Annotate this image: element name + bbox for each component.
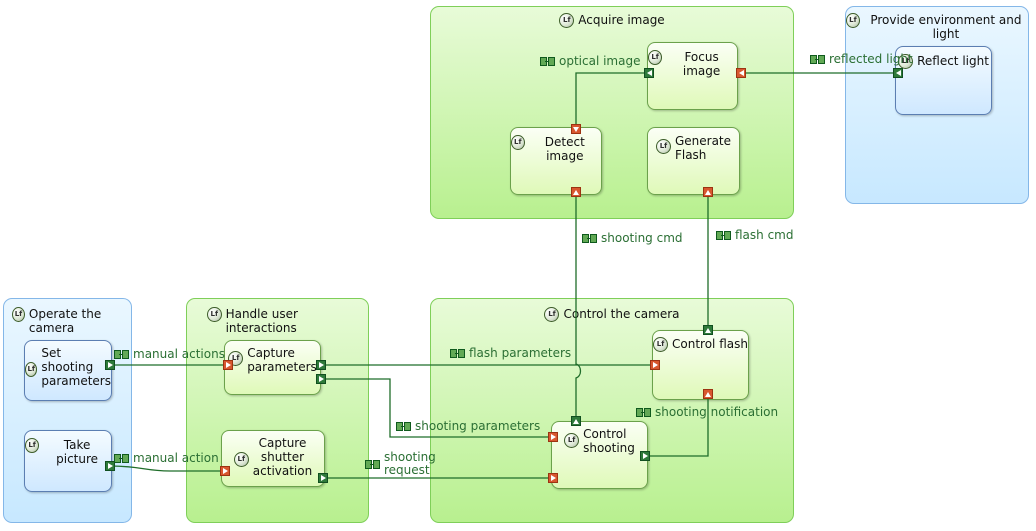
container-title-provide-environment: Lf Provide environment and light	[846, 13, 1028, 41]
function-icon: Lf	[233, 452, 249, 467]
function-title-reflect-light: Lf Reflect light	[896, 54, 991, 69]
exchange-item-icon	[540, 57, 555, 66]
port-control-shooting-output-top[interactable]	[571, 416, 581, 426]
port-capture-parameters-output-2[interactable]	[316, 374, 326, 384]
container-title-control-camera: Lf Control the camera	[431, 307, 793, 322]
exchange-item-icon	[396, 422, 411, 431]
function-focus-image[interactable]: Lf Focus image	[647, 42, 738, 110]
container-title-operate-camera: Lf Operate the camera	[12, 307, 131, 335]
function-icon: Lf	[25, 362, 38, 377]
flow-label-flash-parameters: flash parameters	[450, 347, 571, 360]
function-title-detect-image: Lf Detect image	[511, 135, 601, 163]
flow-label-flash-cmd: flash cmd	[716, 229, 794, 242]
port-generate-input-bottom[interactable]	[703, 187, 713, 197]
flow-label-manual-action: manual action	[114, 452, 219, 465]
port-take-picture-output[interactable]	[105, 461, 115, 471]
function-icon: Lf	[544, 307, 560, 322]
function-set-shooting-parameters[interactable]: Lf Set shooting parameters	[24, 340, 112, 401]
function-icon: Lf	[653, 337, 669, 352]
exchange-item-icon	[810, 55, 825, 64]
flow-label-shooting-notification: shooting notification	[636, 406, 778, 419]
function-icon: Lf	[898, 54, 914, 69]
flow-label-shooting-request: shooting request	[365, 451, 436, 477]
function-control-shooting[interactable]: Lf Control shooting	[551, 421, 648, 489]
port-reflect-output-left[interactable]	[893, 68, 903, 78]
container-title-acquire-image: Lf Acquire image	[431, 13, 793, 28]
port-capture-shutter-output[interactable]	[318, 473, 328, 483]
function-title-focus-image: Lf Focus image	[648, 50, 737, 78]
port-focus-input-right[interactable]	[736, 68, 746, 78]
port-capture-parameters-input[interactable]	[223, 360, 233, 370]
function-title-capture-parameters: Lf Capture parameters	[225, 346, 320, 374]
port-capture-parameters-output-1[interactable]	[316, 360, 326, 370]
function-title-control-flash: Lf Control flash	[653, 337, 748, 352]
function-reflect-light[interactable]: Lf Reflect light	[895, 46, 992, 115]
function-icon: Lf	[12, 307, 25, 322]
port-set-params-output[interactable]	[105, 360, 115, 370]
exchange-item-icon	[716, 231, 731, 240]
flow-label-reflected-light: reflected light	[810, 53, 913, 66]
function-icon: Lf	[207, 307, 222, 322]
flow-label-shooting-cmd: shooting cmd	[582, 232, 683, 245]
function-capture-parameters[interactable]: Lf Capture parameters	[224, 340, 321, 395]
function-generate-flash[interactable]: Lf Generate Flash	[647, 127, 740, 195]
port-detect-input-bottom[interactable]	[571, 187, 581, 197]
exchange-item-icon	[114, 350, 129, 359]
function-detect-image[interactable]: Lf Detect image	[510, 127, 602, 195]
port-control-shooting-input-1[interactable]	[548, 432, 558, 442]
port-control-shooting-output-right[interactable]	[640, 451, 650, 461]
function-title-set-shooting-parameters: Lf Set shooting parameters	[25, 346, 111, 388]
function-icon: Lf	[564, 433, 580, 448]
port-capture-shutter-input[interactable]	[220, 466, 230, 476]
port-detect-input-top[interactable]	[571, 124, 581, 134]
exchange-item-icon	[582, 234, 597, 243]
port-control-flash-input-left[interactable]	[650, 360, 660, 370]
exchange-item-icon	[450, 349, 465, 358]
exchange-item-icon	[636, 408, 651, 417]
function-icon: Lf	[846, 13, 860, 28]
port-control-flash-input-bottom[interactable]	[703, 389, 713, 399]
port-control-shooting-input-2[interactable]	[548, 473, 558, 483]
exchange-item-icon	[365, 459, 380, 469]
port-control-flash-output-top[interactable]	[703, 325, 713, 335]
port-focus-output-left[interactable]	[644, 68, 654, 78]
function-icon: Lf	[559, 13, 575, 28]
function-title-control-shooting: Lf Control shooting	[552, 427, 647, 455]
function-title-take-picture: Lf Take picture	[25, 438, 111, 466]
function-icon: Lf	[648, 50, 663, 65]
function-icon: Lf	[511, 135, 525, 150]
container-provide-environment[interactable]: Lf Provide environment and light	[845, 6, 1029, 204]
function-control-flash[interactable]: Lf Control flash	[652, 330, 749, 400]
function-title-capture-shutter-activation: Lf Capture shutter activation	[222, 436, 324, 478]
flow-label-shooting-parameters: shooting parameters	[396, 420, 540, 433]
function-icon: Lf	[25, 438, 40, 453]
flow-label-optical-image: optical image	[540, 55, 640, 68]
function-take-picture[interactable]: Lf Take picture	[24, 430, 112, 492]
function-icon: Lf	[655, 139, 671, 154]
container-handle-user-interactions[interactable]: Lf Handle user interactions	[186, 298, 369, 523]
function-title-generate-flash: Lf Generate Flash	[648, 134, 739, 162]
function-capture-shutter-activation[interactable]: Lf Capture shutter activation	[221, 430, 325, 487]
exchange-item-icon	[114, 454, 129, 463]
flow-label-manual-actions: manual actions	[114, 348, 225, 361]
container-title-handle-user-interactions: Lf Handle user interactions	[207, 307, 368, 335]
